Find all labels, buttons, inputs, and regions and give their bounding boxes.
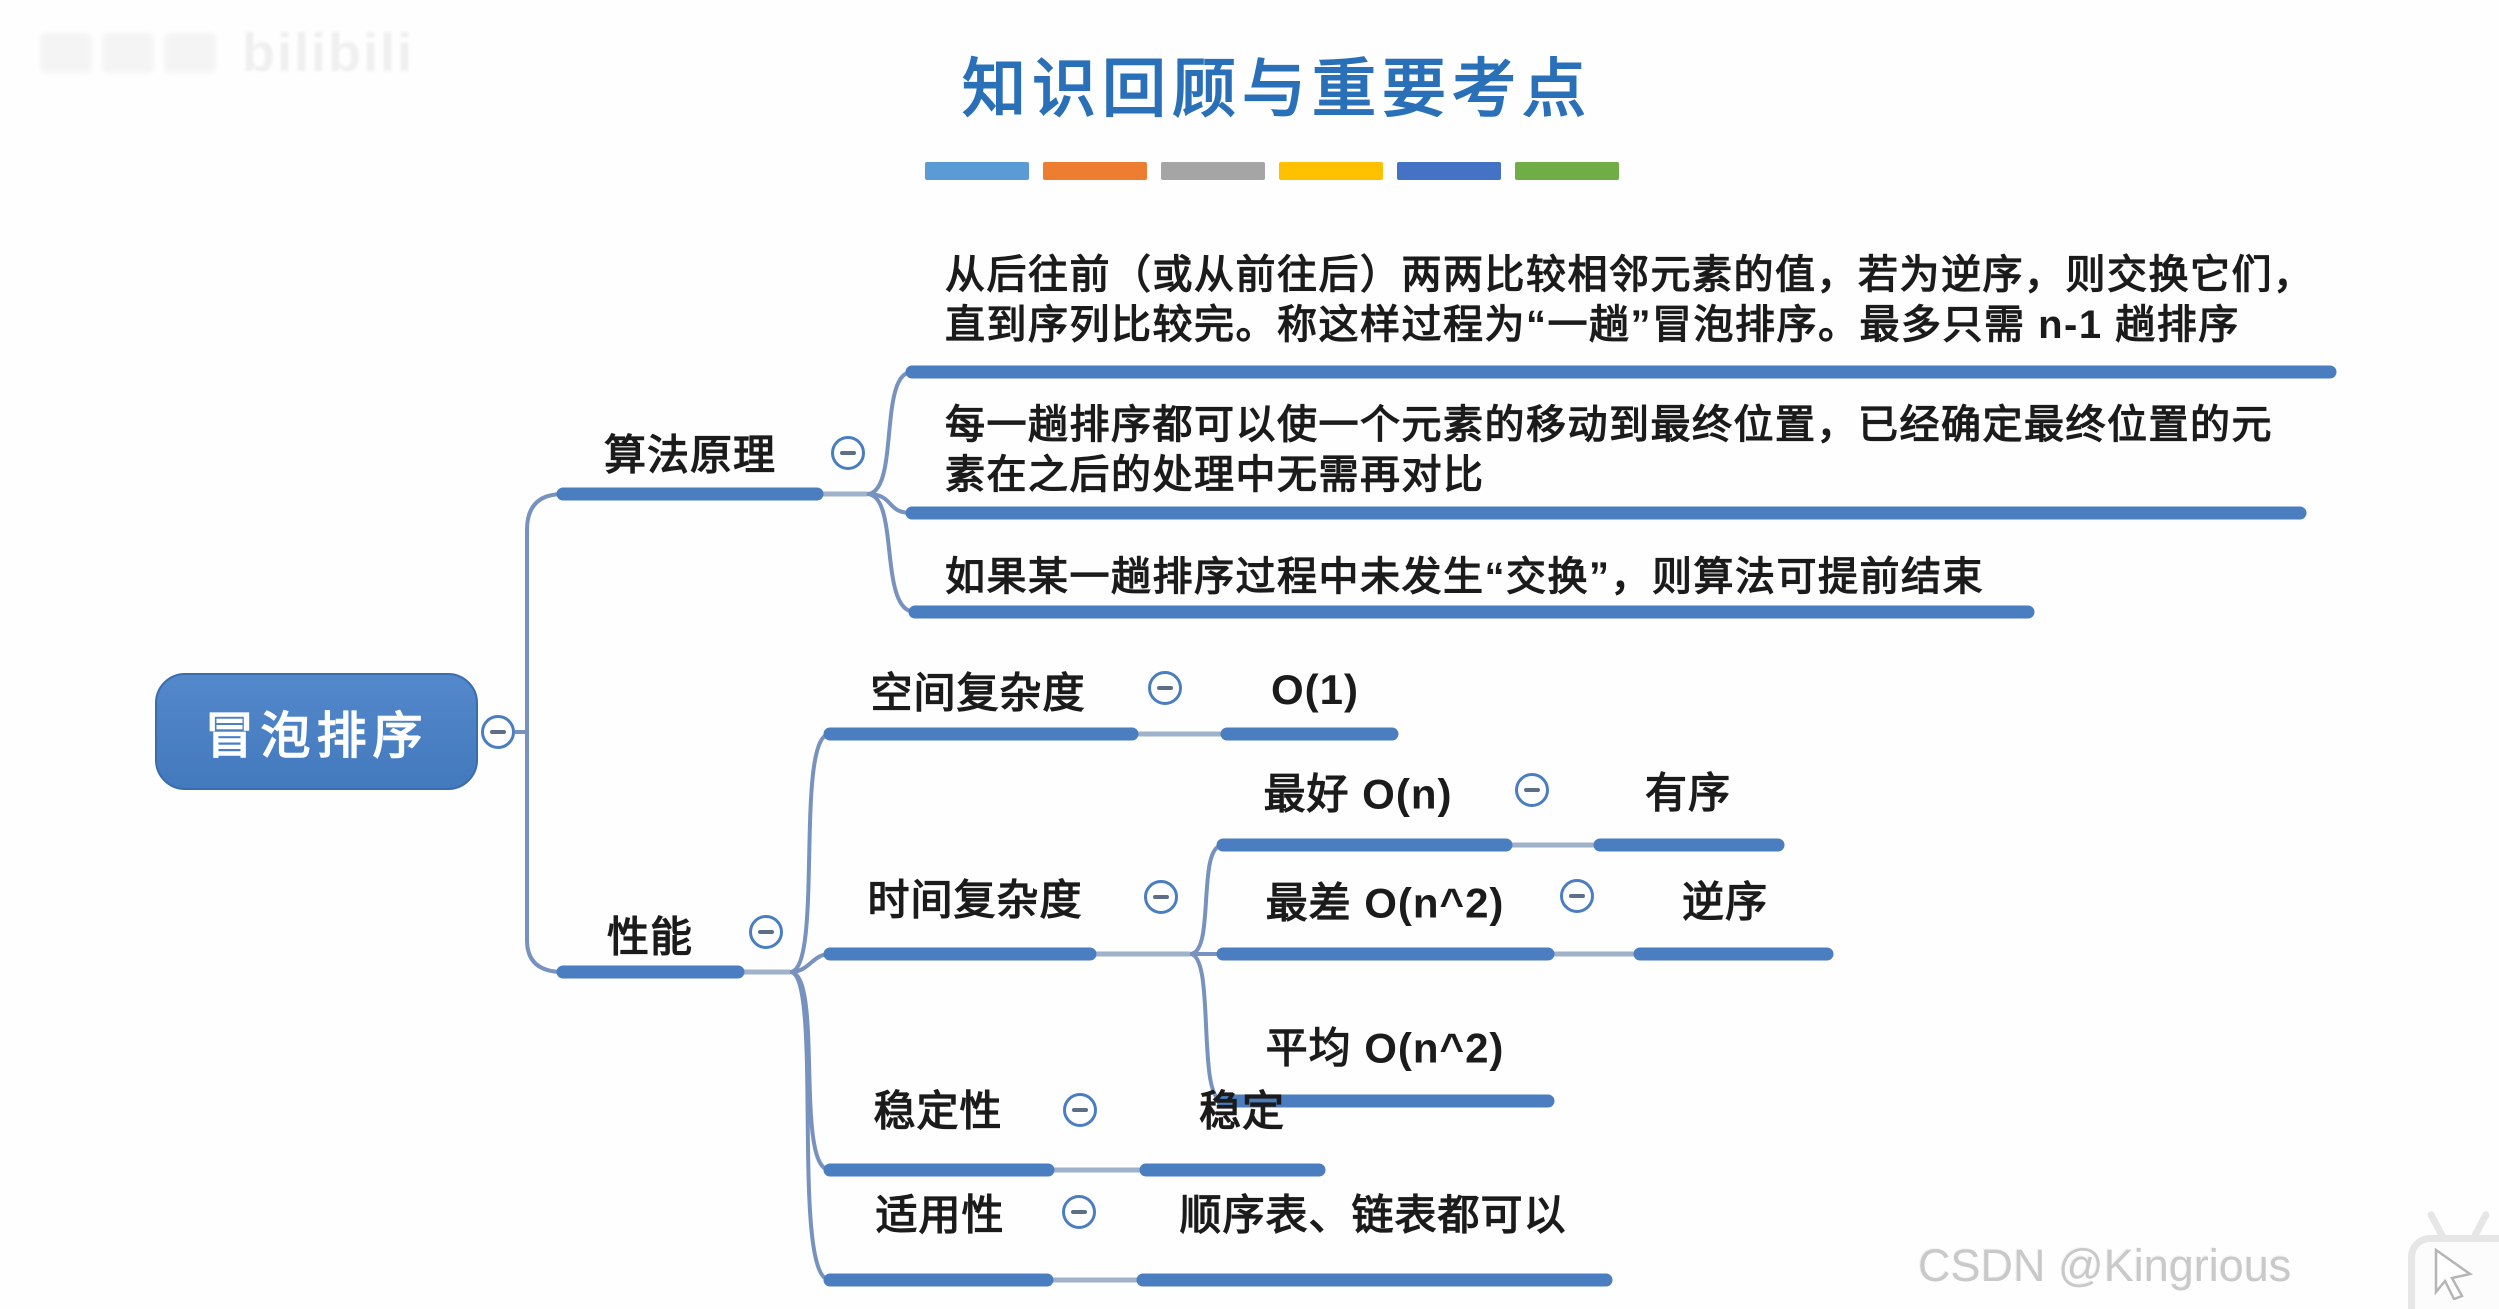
minus-icon: [490, 730, 506, 734]
note-one-pass[interactable]: 从后往前（或从前往后）两两比较相邻元素的值，若为逆序，则交换它们， 直到序列比较…: [945, 250, 2315, 350]
note-line: 素在之后的处理中无需再对比: [945, 453, 1485, 497]
page-title: 知识回顾与重要考点: [962, 53, 1592, 125]
value-space-complexity[interactable]: O(1): [1271, 666, 1359, 713]
link-perf-stability: [789, 970, 831, 1172]
link-time-average: [1189, 952, 1224, 1103]
minus-icon: [1157, 686, 1173, 690]
link-perf-applicability: [789, 970, 831, 1282]
branch-underlines: [556, 365, 2337, 1287]
bilibili-logo: bilibili: [242, 23, 414, 83]
note-line: 从后往前（或从前往后）两两比较相邻元素的值，若为逆序，则交换它们，: [945, 253, 2315, 297]
collapse-toggle-space[interactable]: [1148, 671, 1182, 705]
link-algo-note3: [866, 492, 916, 614]
collapse-toggle-worst[interactable]: [1560, 879, 1594, 913]
collapse-toggle-root[interactable]: [481, 715, 515, 749]
note-line: 直到序列比较完。称这样过程为“一趟”冒泡排序。最多只需 n-1 趟排序: [945, 303, 2240, 347]
watermark-csdn: CSDN @Kingrious: [1918, 1240, 2292, 1291]
link-trunk: [525, 492, 564, 974]
link-perf-space: [789, 732, 831, 974]
minus-icon: [758, 930, 774, 934]
collapse-toggle-stability[interactable]: [1063, 1093, 1097, 1127]
note-final-position[interactable]: 每一趟排序都可以使一个元素的移动到最终位置，已经确定最终位置的元 素在之后的处理…: [945, 400, 2273, 500]
collapse-toggle-time[interactable]: [1144, 880, 1178, 914]
divider-bar-orange: [1043, 162, 1147, 180]
node-time-average[interactable]: 平均 O(n^2): [1265, 1024, 1505, 1072]
node-time-best[interactable]: 最好 O(n): [1263, 770, 1453, 818]
value-time-best[interactable]: 有序: [1644, 769, 1732, 817]
node-algorithm-principle[interactable]: 算法原理: [603, 431, 777, 479]
root-node-bubble-sort[interactable]: 冒泡排序: [155, 673, 478, 790]
collapse-toggle-best[interactable]: [1515, 773, 1549, 807]
collapse-toggle-performance[interactable]: [749, 915, 783, 949]
collapse-toggle-algorithm[interactable]: [831, 436, 865, 470]
root-node-label: 冒泡排序: [204, 707, 429, 764]
node-time-worst[interactable]: 最差 O(n^2): [1265, 879, 1505, 927]
value-applicability[interactable]: 顺序表、链表都可以: [1179, 1191, 1567, 1239]
node-applicability[interactable]: 适用性: [875, 1191, 1005, 1239]
minus-icon: [1569, 894, 1585, 898]
title-divider: [925, 162, 1619, 180]
minus-icon: [1153, 895, 1169, 899]
curve-links: [515, 370, 1224, 1282]
node-space-complexity[interactable]: 空间复杂度: [870, 669, 1086, 717]
link-time-best: [1189, 843, 1224, 956]
note-line: 如果某一趟排序过程中未发生“交换”，则算法可提前结束: [945, 555, 1984, 599]
node-time-complexity[interactable]: 时间复杂度: [867, 876, 1083, 924]
divider-bar-gray: [1161, 162, 1265, 180]
thin-connectors: [738, 491, 1640, 1283]
minus-icon: [840, 451, 856, 455]
divider-bar-blue: [925, 162, 1029, 180]
note-early-stop[interactable]: 如果某一趟排序过程中未发生“交换”，则算法可提前结束: [945, 552, 1984, 602]
minus-icon: [1072, 1108, 1088, 1112]
minus-icon: [1524, 788, 1540, 792]
collapse-toggle-applicability[interactable]: [1062, 1195, 1096, 1229]
value-time-worst[interactable]: 逆序: [1681, 878, 1769, 926]
mouse-cursor-icon: [2434, 1248, 2474, 1300]
value-stability[interactable]: 稳定: [1198, 1087, 1286, 1135]
watermark-blur-blocks: [40, 33, 216, 73]
watermark-top-left: bilibili: [40, 22, 414, 84]
divider-bar-navy: [1397, 162, 1501, 180]
minus-icon: [1071, 1210, 1087, 1214]
divider-bar-gold: [1279, 162, 1383, 180]
node-performance[interactable]: 性能: [606, 913, 694, 961]
divider-bar-green: [1515, 162, 1619, 180]
note-line: 每一趟排序都可以使一个元素的移动到最终位置，已经确定最终位置的元: [945, 403, 2273, 447]
node-stability[interactable]: 稳定性: [873, 1087, 1003, 1135]
link-algo-note1: [866, 370, 913, 496]
